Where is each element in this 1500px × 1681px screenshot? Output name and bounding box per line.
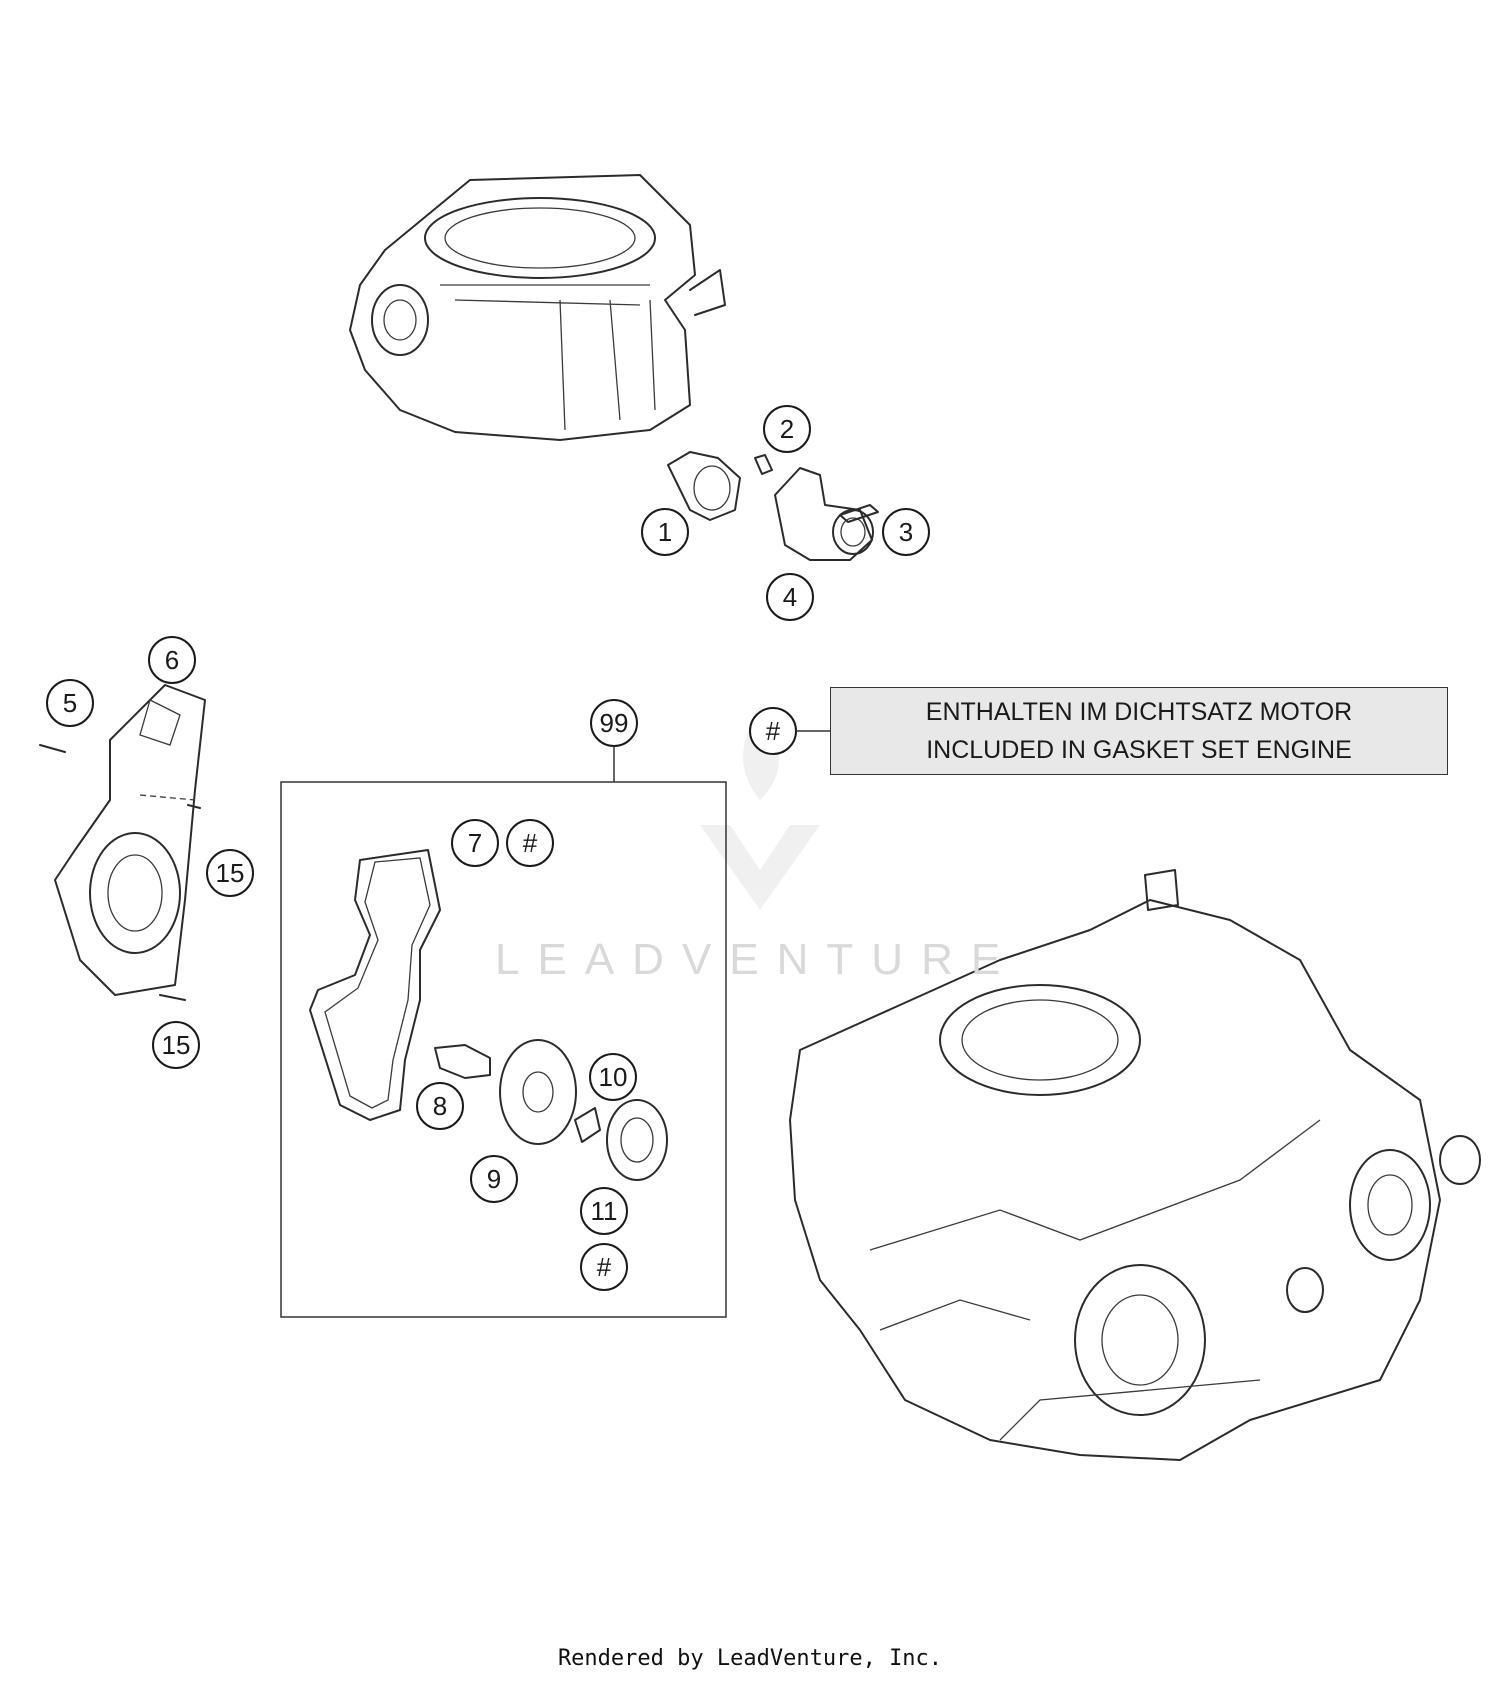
gasket-set-legend-box: ENTHALTEN IM DICHTSATZ MOTOR INCLUDED IN… xyxy=(830,687,1448,775)
callout-hash-11[interactable]: # xyxy=(580,1243,628,1291)
callout-5[interactable]: 5 xyxy=(46,679,94,727)
plug-drawing xyxy=(754,454,773,475)
callout-4[interactable]: 4 xyxy=(766,573,814,621)
callout-99[interactable]: 99 xyxy=(590,699,638,747)
callout-hash-11-label: # xyxy=(597,1252,612,1282)
thermostat-drawing xyxy=(667,451,741,521)
callout-1[interactable]: 1 xyxy=(641,508,689,556)
callout-4-label: 4 xyxy=(783,582,797,612)
callout-7-label: 7 xyxy=(468,828,482,858)
callout-10-label: 10 xyxy=(599,1062,628,1092)
callout-15-upper[interactable]: 15 xyxy=(206,849,254,897)
callout-6[interactable]: 6 xyxy=(148,636,196,684)
callout-8[interactable]: 8 xyxy=(416,1082,464,1130)
callout-3[interactable]: 3 xyxy=(882,508,930,556)
callout-7[interactable]: 7 xyxy=(451,819,499,867)
shaft-drawing xyxy=(434,1044,491,1079)
callout-15-lower-label: 15 xyxy=(162,1030,191,1060)
callout-99-label: 99 xyxy=(600,708,629,738)
callout-9[interactable]: 9 xyxy=(470,1155,518,1203)
washer-drawing xyxy=(574,1107,601,1143)
callout-10[interactable]: 10 xyxy=(589,1053,637,1101)
callout-8-label: 8 xyxy=(433,1091,447,1121)
callout-11-label: 11 xyxy=(591,1196,618,1226)
cylinder-drawing xyxy=(349,174,726,441)
crankcase-drawing xyxy=(789,869,1481,1461)
callout-hash-legend[interactable]: # xyxy=(749,707,797,755)
callout-2[interactable]: 2 xyxy=(763,405,811,453)
callout-15-lower[interactable]: 15 xyxy=(152,1021,200,1069)
callout-11[interactable]: 11 xyxy=(580,1187,628,1235)
legend-line-english: INCLUDED IN GASKET SET ENGINE xyxy=(926,736,1352,764)
seal-ring-drawing xyxy=(606,1099,668,1181)
callout-1-label: 1 xyxy=(658,517,672,547)
water-pump-cover-drawing xyxy=(39,684,206,1001)
watermark-text: LEADVENTURE xyxy=(495,935,1019,984)
screw-drawing xyxy=(839,504,879,523)
rendered-by-footer: Rendered by LeadVenture, Inc. xyxy=(557,1646,943,1671)
callout-5-label: 5 xyxy=(63,688,77,718)
callout-hash-legend-label: # xyxy=(766,716,781,746)
legend-line-german: ENTHALTEN IM DICHTSATZ MOTOR xyxy=(925,698,1353,726)
callout-6-label: 6 xyxy=(165,645,179,675)
callout-15-upper-label: 15 xyxy=(216,858,245,888)
callout-hash-7[interactable]: # xyxy=(506,819,554,867)
callout-2-label: 2 xyxy=(780,414,794,444)
thermostat-housing-drawing xyxy=(774,467,874,561)
water-pump-kit-box xyxy=(280,781,727,1318)
callout-9-label: 9 xyxy=(487,1164,501,1194)
gasket-drawing xyxy=(309,849,441,1121)
callout-3-label: 3 xyxy=(899,517,913,547)
callout-hash-7-label: # xyxy=(523,828,538,858)
impeller-drawing xyxy=(499,1039,577,1145)
